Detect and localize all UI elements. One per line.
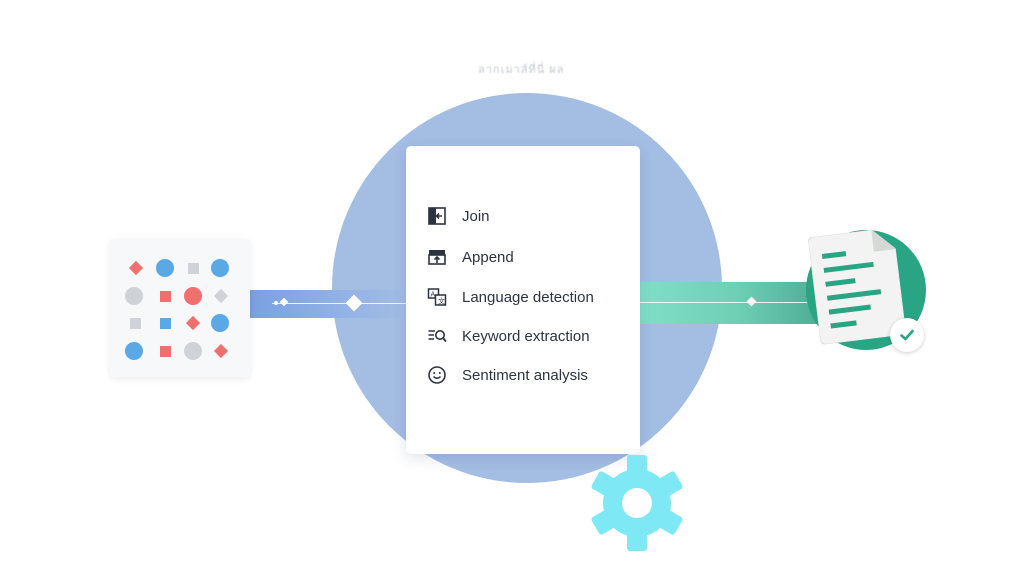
- flow-dot: [274, 301, 278, 305]
- raw-data-card: [110, 239, 250, 377]
- red-diamond-shape: [213, 343, 229, 359]
- operation-append[interactable]: Append: [426, 245, 514, 269]
- blue-circle-shape: [211, 259, 229, 277]
- gray-circle-shape: [184, 342, 202, 360]
- input-flow-line: [272, 303, 406, 304]
- language-detection-icon: A 文: [426, 286, 448, 308]
- blue-circle-shape: [125, 342, 143, 360]
- red-circle-shape: [184, 287, 202, 305]
- operation-label: Join: [462, 207, 490, 225]
- operation-join[interactable]: Join: [426, 204, 490, 228]
- sentiment-icon: [426, 364, 448, 386]
- gray-square-shape: [188, 263, 199, 274]
- operation-label: Append: [462, 248, 514, 266]
- blue-circle-shape: [156, 259, 174, 277]
- blue-circle-shape: [211, 314, 229, 332]
- gray-circle-shape: [125, 287, 143, 305]
- blue-square-shape: [160, 318, 171, 329]
- operation-language-detection[interactable]: A 文 Language detection: [426, 285, 594, 309]
- operation-keyword-extraction[interactable]: Keyword extraction: [426, 324, 590, 348]
- red-square-shape: [160, 291, 171, 302]
- gear-icon: [586, 452, 688, 554]
- red-diamond-shape: [128, 260, 144, 276]
- keyword-extraction-icon: [426, 325, 448, 347]
- red-diamond-shape: [185, 315, 201, 331]
- gray-diamond-shape: [213, 288, 229, 304]
- append-icon: [426, 246, 448, 268]
- faint-caption: ลากเมาส์ที่นี่ ผล: [478, 64, 565, 76]
- check-icon: [890, 318, 924, 352]
- operation-label: Sentiment analysis: [462, 366, 588, 384]
- join-icon: [426, 205, 448, 227]
- operation-label: Language detection: [462, 288, 594, 306]
- svg-text:文: 文: [438, 297, 445, 306]
- red-square-shape: [160, 346, 171, 357]
- svg-text:A: A: [431, 291, 436, 299]
- operation-label: Keyword extraction: [462, 327, 590, 345]
- operation-sentiment-analysis[interactable]: Sentiment analysis: [426, 363, 588, 387]
- document-icon: [807, 227, 907, 345]
- output-flow-beam: [638, 282, 818, 324]
- operations-panel: Join Append A 文 Language detection: [406, 146, 640, 454]
- output-flow-line: [640, 302, 820, 303]
- gray-square-shape: [130, 318, 141, 329]
